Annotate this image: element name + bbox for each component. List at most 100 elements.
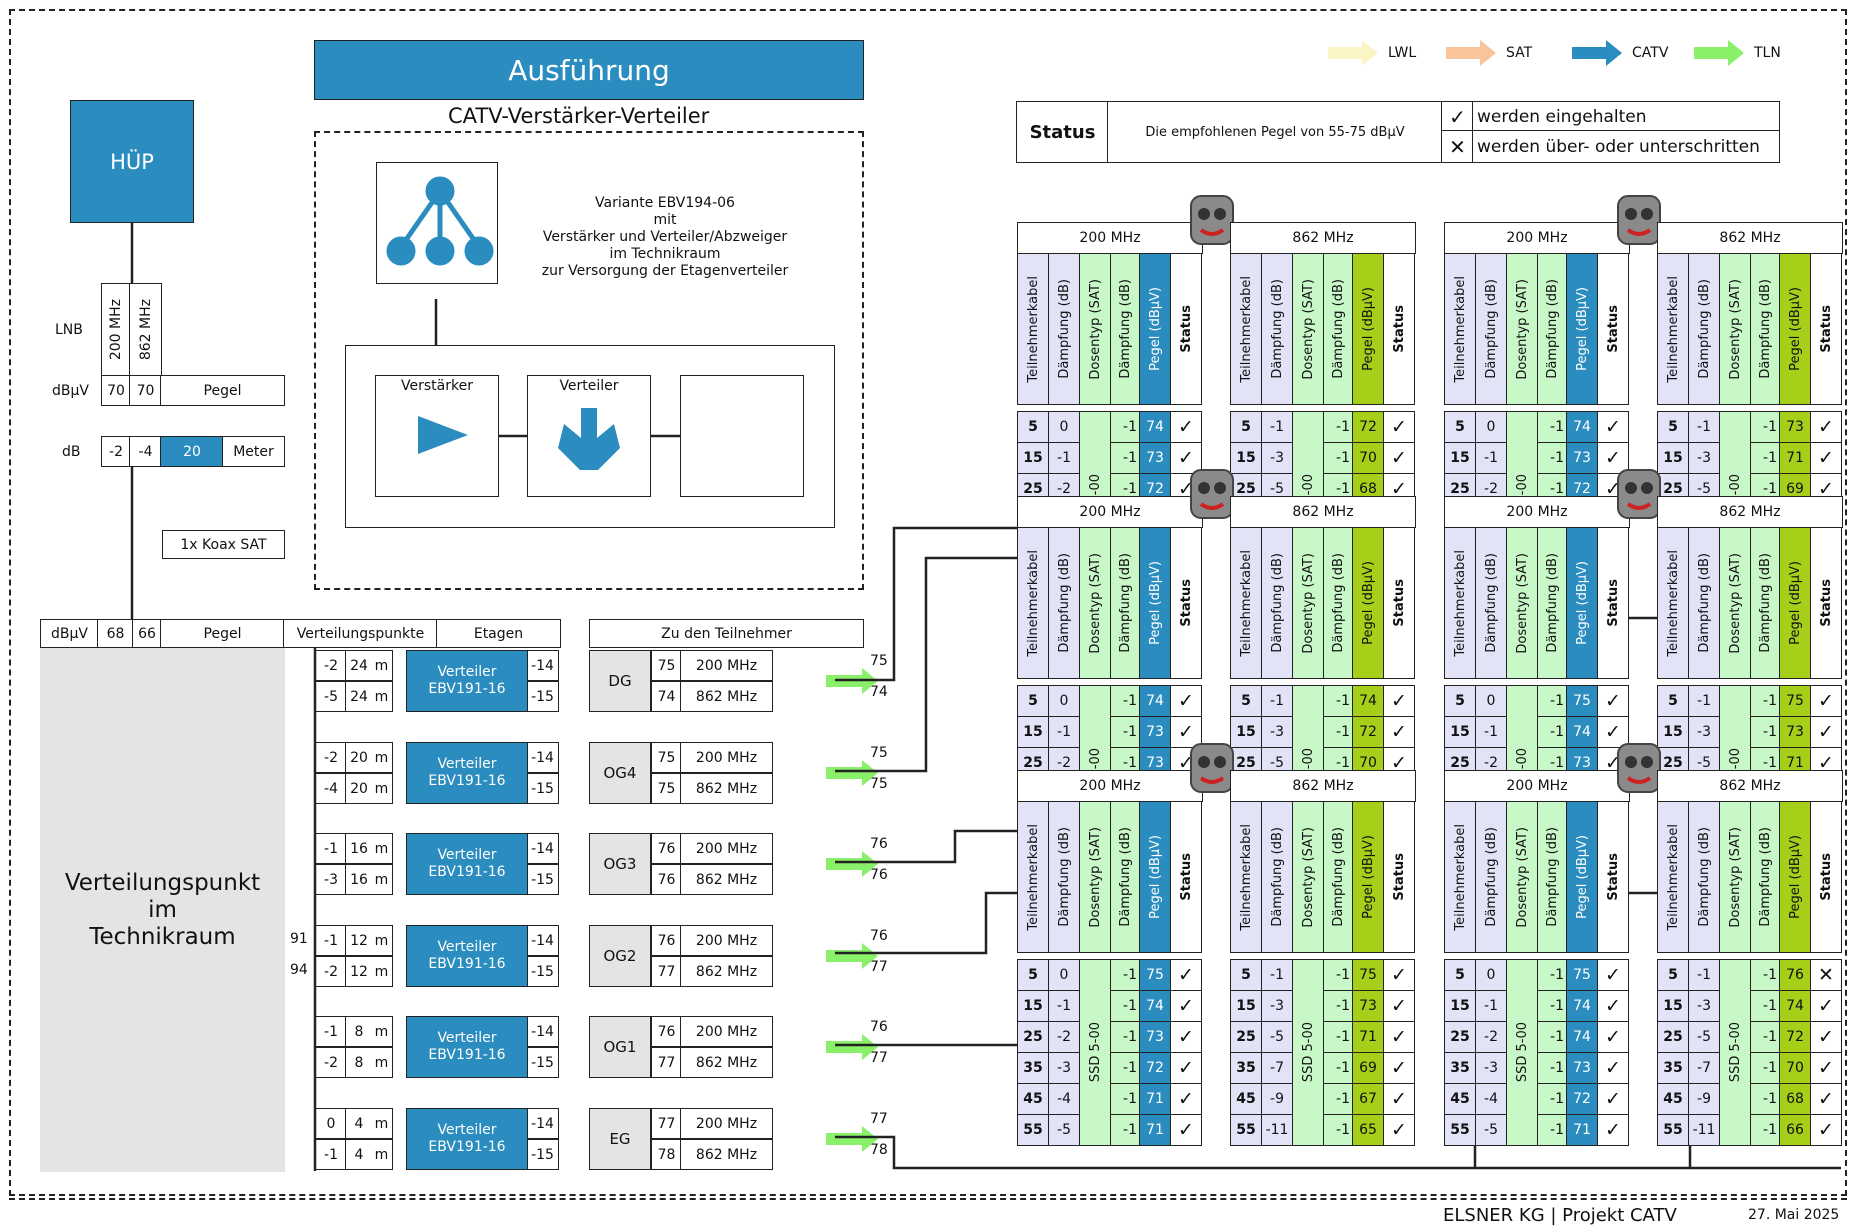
output-level: 77 [870,1050,888,1066]
splitter-icon [558,408,620,470]
row-level: 75 [651,650,682,681]
footer-line [9,1198,1847,1200]
legend-item-sat: SAT [1446,40,1532,66]
column-header: Dämpfung (dB) [1323,527,1353,679]
footer-date: 27. Mai 2025 [1748,1207,1840,1223]
column-header: Pegel (dBµV) [1779,253,1811,405]
status-cell: ✓ [1810,411,1842,443]
table-cell: 75 [1139,959,1171,991]
table-cell: -1 [1323,411,1353,443]
dist-dbuv-label: dBµV [40,619,99,648]
freq-header: 200 MHz [1444,496,1630,528]
meter-unit: m [371,681,393,712]
row-freq: 862 MHz [680,864,773,895]
row-db: -1 [315,833,347,864]
socket-icon [1614,192,1664,252]
legend-item-lwl: LWL [1328,40,1416,66]
table-cell: 73 [1566,1052,1598,1084]
column-header: Dämpfung (dB) [1323,253,1353,405]
vp-header: Verteilungspunkte [283,619,438,648]
legend-item-tln: TLN [1694,40,1781,66]
table-cell: 0 [1048,411,1080,443]
lnb-label: LNB [55,322,83,338]
column-header: Dosentyp (SAT) [1292,527,1324,679]
status-cell: ✓ [1383,685,1415,717]
dbuv-label: dBµV [52,383,89,399]
table-cell: 5 [1444,411,1476,443]
output-level: 76 [870,928,888,944]
table-cell: 5 [1017,959,1049,991]
row-db: -1 [315,1016,347,1047]
table-cell: -1 [1688,959,1720,991]
column-header: Dämpfung (dB) [1750,253,1780,405]
status-cell: ✓ [1170,1114,1202,1146]
table-cell: -3 [1475,1052,1507,1084]
freq-header: 862 MHz [1657,222,1843,254]
cross-icon: ✕ [1441,130,1474,163]
table-cell: 45 [1444,1083,1476,1115]
column-header: Status [1170,801,1202,953]
row-level: 76 [651,833,682,864]
table-cell: 0 [1475,685,1507,717]
column-header: Dosentyp (SAT) [1506,253,1538,405]
column-header: Teilnehmerkabel [1230,801,1262,953]
row-level: 77 [651,1108,682,1139]
table-cell: 35 [1444,1052,1476,1084]
status-cell: ✓ [1597,716,1629,748]
column-header: Pegel (dBµV) [1566,801,1598,953]
freq-header: 200 MHz [1017,770,1203,802]
legend-label: CATV [1632,45,1669,61]
row-out: -14 [526,650,559,681]
input-db-200: -2 [101,436,131,467]
column-header: Dosentyp (SAT) [1719,527,1751,679]
table-cell: -1 [1475,442,1507,474]
table-cell: 74 [1352,685,1384,717]
table-cell: -1 [1537,685,1567,717]
table-cell: -1 [1110,1021,1140,1053]
table-cell: -3 [1261,990,1293,1022]
table-cell: 5 [1444,685,1476,717]
table-cell: 76 [1779,959,1811,991]
row-db: -2 [315,742,347,773]
column-header: Pegel (dBµV) [1352,801,1384,953]
splitter-network-icon [386,176,494,266]
dose-type: SSD 5-00 [1079,959,1111,1146]
column-header: Teilnehmerkabel [1017,527,1049,679]
column-header: Dosentyp (SAT) [1079,801,1111,953]
table-cell: 74 [1139,685,1171,717]
status-cell: ✓ [1597,1083,1629,1115]
table-cell: 75 [1566,959,1598,991]
splitter-label: Verteiler [559,378,619,394]
row-freq: 862 MHz [680,956,773,987]
table-cell: -5 [1475,1114,1507,1146]
table-cell: 15 [1230,990,1262,1022]
table-cell: 70 [1779,1052,1811,1084]
freq-header: 862 MHz [1230,770,1416,802]
table-cell: 55 [1657,1114,1689,1146]
table-cell: 35 [1657,1052,1689,1084]
row-freq: 200 MHz [680,742,773,773]
table-cell: 73 [1139,716,1171,748]
status-cell: ✓ [1810,1083,1842,1115]
row-meter: 16 [345,833,373,864]
row-level: 77 [651,1047,682,1078]
table-cell: -1 [1110,1052,1140,1084]
meter-unit: m [371,956,393,987]
table-cell: 15 [1230,442,1262,474]
table-cell: -1 [1110,1114,1140,1146]
column-header: Pegel (dBµV) [1779,801,1811,953]
table-cell: 74 [1779,990,1811,1022]
meter-unit: m [371,833,393,864]
column-header: Teilnehmerkabel [1657,527,1689,679]
table-cell: 15 [1444,442,1476,474]
row-db: -2 [315,956,347,987]
socket-icon [1187,192,1237,252]
meter-unit: m [371,1108,393,1139]
tln-arrow-icon [826,760,880,790]
meter-unit: m [371,742,393,773]
row-out: -14 [526,925,559,956]
table-cell: -1 [1110,716,1140,748]
table-cell: 45 [1230,1083,1262,1115]
table-cell: 15 [1444,990,1476,1022]
